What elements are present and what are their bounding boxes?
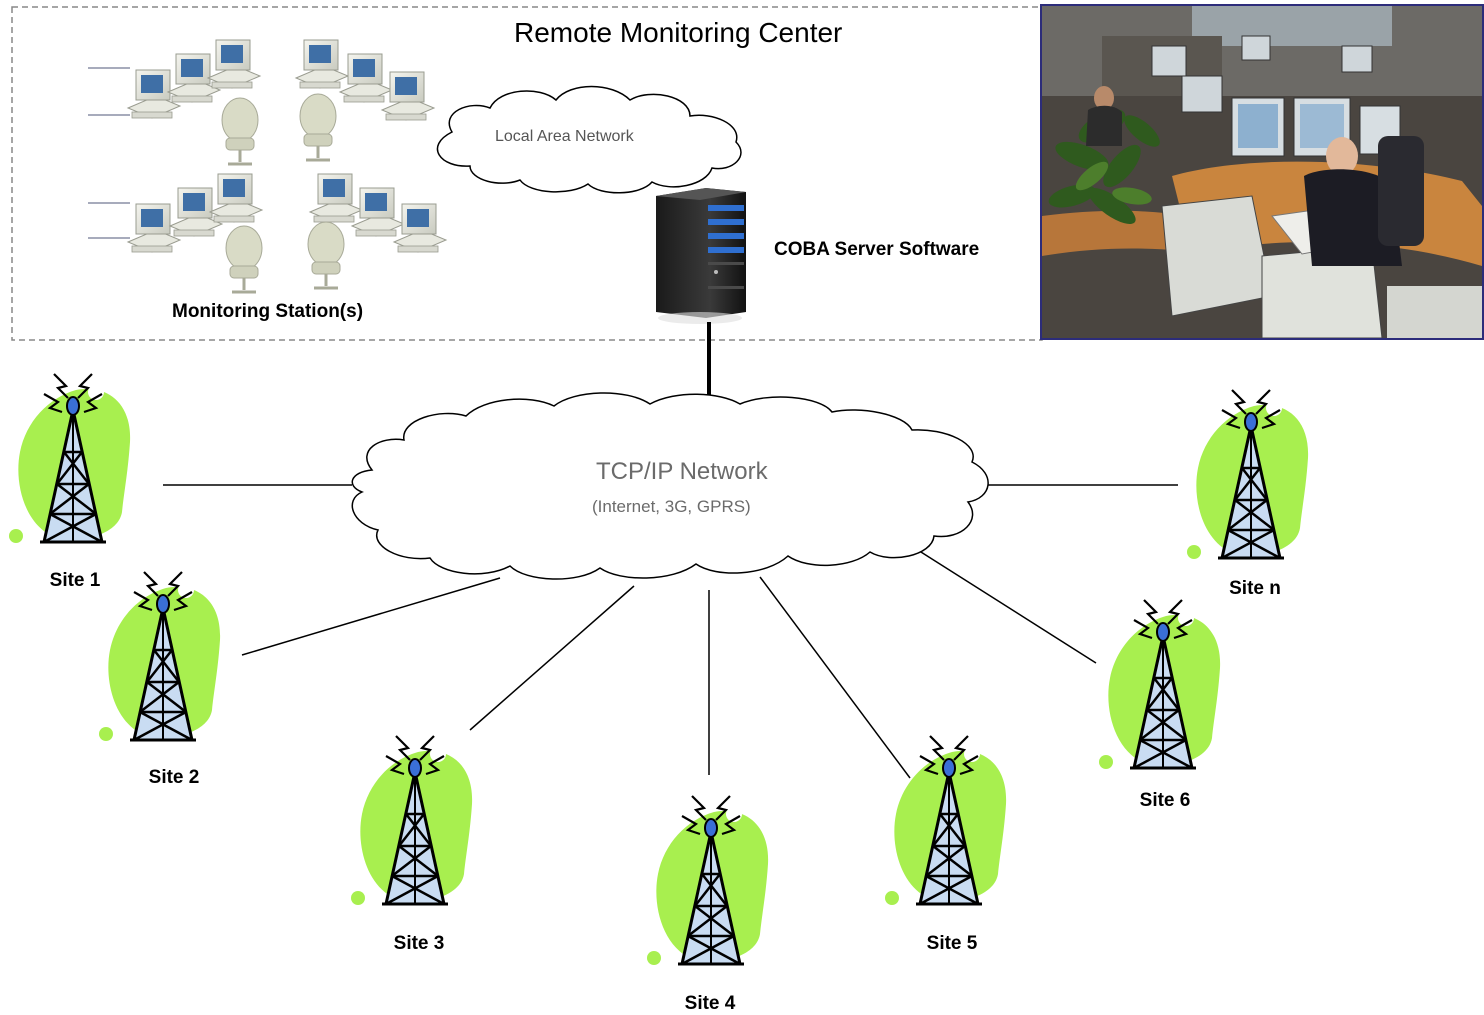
tcpip-network-title: TCP/IP Network xyxy=(596,458,768,485)
control-room-photo xyxy=(1040,4,1484,340)
site-label-1: Site 1 xyxy=(49,570,101,591)
lan-cloud xyxy=(436,85,742,194)
site-label-5: Site 5 xyxy=(926,933,978,954)
server-icon xyxy=(656,188,746,324)
tower-icon-site-3 xyxy=(349,734,474,907)
server-label: COBA Server Software xyxy=(774,239,980,260)
tcpip-cloud xyxy=(351,392,989,580)
tower-icon-site-5 xyxy=(883,734,1008,907)
site-label-3: Site 3 xyxy=(393,933,445,954)
remote-center-title: Remote Monitoring Center xyxy=(514,17,843,48)
remote-center-frame xyxy=(11,6,1043,341)
tower-icon-site-2 xyxy=(97,570,222,743)
site-label-n: Site n xyxy=(1229,578,1281,599)
tower-icon-site-4 xyxy=(645,794,770,967)
lan-label: Local Area Network xyxy=(495,128,634,145)
monitoring-stations-illustration xyxy=(88,39,447,294)
site-label-4: Site 4 xyxy=(684,993,736,1014)
site-label-2: Site 2 xyxy=(148,767,200,788)
site-label-6: Site 6 xyxy=(1139,790,1191,811)
tower-icon-site-6 xyxy=(1097,598,1222,771)
tower-icon-site-1 xyxy=(7,372,132,545)
tcpip-network-subtitle: (Internet, 3G, GPRS) xyxy=(592,497,751,516)
monitoring-stations-label: Monitoring Station(s) xyxy=(172,301,364,322)
site-links xyxy=(163,484,1178,779)
tower-icon-site-n xyxy=(1185,388,1310,561)
